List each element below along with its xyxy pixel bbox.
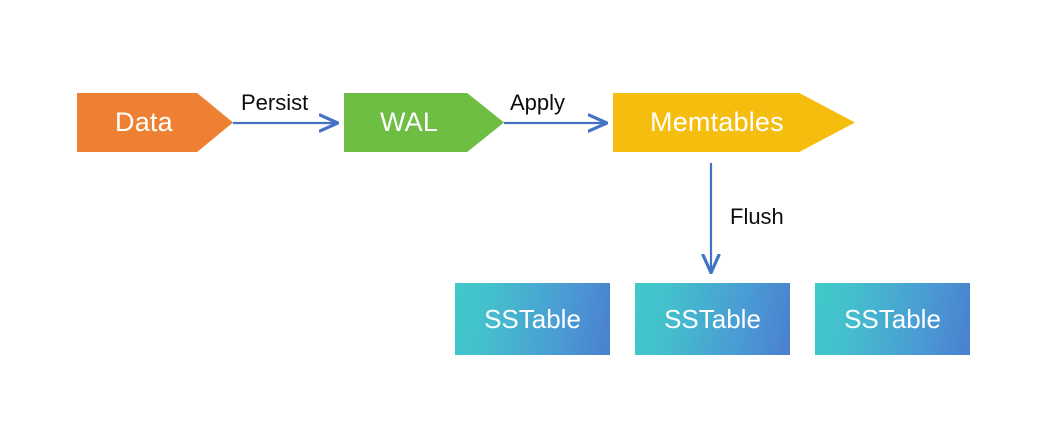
node-sstable-3-label: SSTable xyxy=(844,304,941,334)
node-sstable-2[interactable]: SSTable xyxy=(635,283,790,355)
node-memtables-label: Memtables xyxy=(650,107,784,137)
edge-label-persist: Persist xyxy=(241,90,309,115)
node-data-label: Data xyxy=(115,107,173,137)
node-wal-label: WAL xyxy=(380,107,439,137)
node-memtables[interactable]: Memtables xyxy=(613,93,855,152)
edge-label-apply: Apply xyxy=(510,90,566,115)
node-sstable-1-label: SSTable xyxy=(484,304,581,334)
node-sstable-1[interactable]: SSTable xyxy=(455,283,610,355)
node-sstable-2-label: SSTable xyxy=(664,304,761,334)
edge-label-flush: Flush xyxy=(730,204,784,229)
node-wal[interactable]: WAL xyxy=(344,93,504,152)
node-data[interactable]: Data xyxy=(77,93,233,152)
node-sstable-3[interactable]: SSTable xyxy=(815,283,970,355)
